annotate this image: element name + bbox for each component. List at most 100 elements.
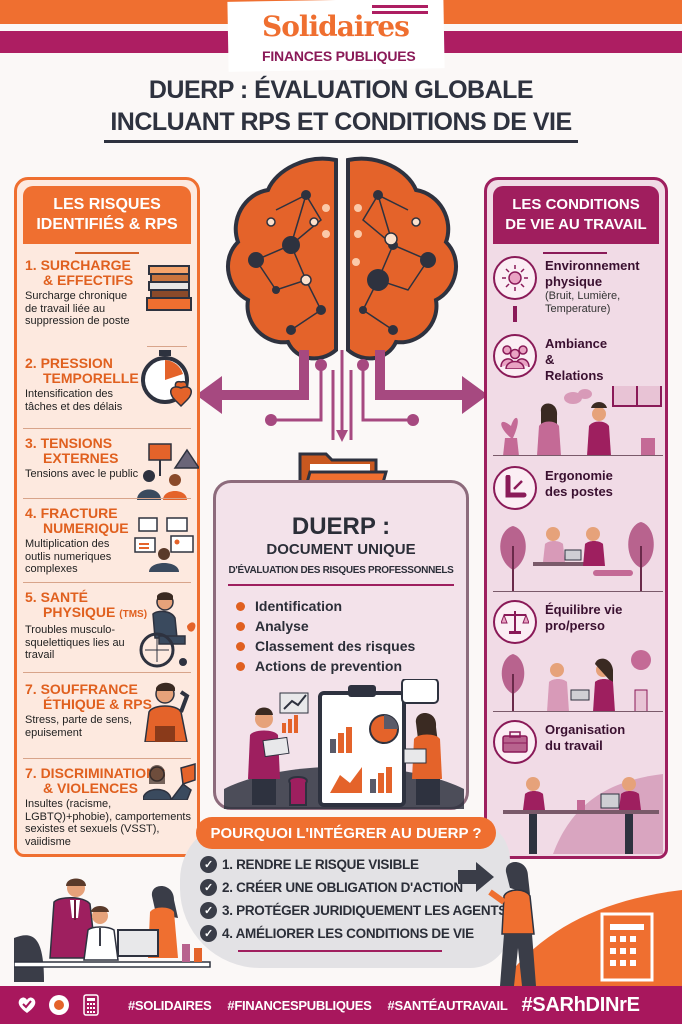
divider: [23, 758, 191, 759]
risk-desc: Multiplication des outlis numeriques com…: [25, 538, 112, 575]
condition-title: Ambiance & Relations: [545, 336, 608, 383]
bullet-dot: [236, 661, 245, 671]
risk-title: 2. PRESSION: [25, 355, 113, 371]
risk-item-surcharge: 1. SURCHARGE& EFFECTIFS Surcharge chroni…: [25, 258, 193, 328]
stressed-person-icon: [144, 682, 190, 742]
duerp-box: DUERP : DOCUMENT UNIQUE D'ÉVALUATION DES…: [213, 480, 469, 810]
balance-scale-icon: [493, 600, 537, 644]
condition-title: Organisation du travail: [545, 722, 626, 753]
arrow-right-icon: [458, 862, 494, 892]
risk-desc: Insultes (racisme, LGBTQ)+phobie), campo…: [25, 798, 191, 848]
footer-bar: #SOLIDAIRES #FINANCESPUBLIQUES #SANTÉAUT…: [0, 986, 682, 1024]
health-badge-icon: [48, 994, 70, 1016]
logo-solidaires: Solidaires: [262, 10, 410, 43]
risk-title: & EFFECTIFS: [43, 272, 134, 288]
risk-desc: Tensions avec le public: [25, 468, 139, 480]
hashtag-financespubliques: #FINANCESPUBLIQUES: [227, 997, 372, 1013]
divider: [543, 252, 607, 254]
ergonomie-scene-illustration: [493, 522, 663, 592]
duerp-bullet: Identification: [236, 596, 415, 616]
title-underline: [104, 140, 578, 143]
risk-item-discriminations: 7. DISCRIMINATIONS& VIOLENCES Insultes (…: [25, 766, 193, 848]
office-team-illustration: [14, 878, 211, 982]
page-title-line1: DUERP : ÉVALUATION GLOBALE: [148, 76, 534, 104]
duerp-bullet-list: Identification Analyse Classement des ri…: [236, 596, 415, 676]
risk-title: EXTERNES: [43, 450, 119, 466]
why-item: ✓ 1. RENDRE LE RISQUE VISIBLE: [200, 853, 507, 876]
bullet-dot: [236, 601, 245, 611]
why-list: ✓ 1. RENDRE LE RISQUE VISIBLE ✓ 2. CRÉER U…: [200, 853, 507, 945]
hashtag-sarhdinre: #SARhDINrE: [521, 993, 640, 1016]
why-item-text: 3. PROTÉGER JURIDIQUEMENT LES AGENTS: [222, 903, 507, 918]
risk-title: 3. TENSIONS: [25, 435, 113, 451]
heart-check-icon: [16, 994, 38, 1016]
books-stack-icon: [146, 265, 192, 311]
divider: [75, 252, 139, 254]
bullet-text: Classement des risques: [255, 638, 416, 654]
why-item: ✓ 4. AMÉLIORER LES CONDITIONS DE VIE: [200, 922, 507, 945]
duerp-title: DUERP :: [291, 513, 391, 540]
duerp-subtitle: DOCUMENT UNIQUE: [266, 541, 416, 558]
condition-item-ergonomie: Ergonomie des postes: [493, 466, 663, 516]
checkmark-icon: ✓: [200, 856, 217, 873]
ergonomic-chair-icon: [493, 466, 537, 510]
harassment-icon: [143, 763, 196, 800]
checkmark-icon: ✓: [200, 925, 217, 942]
why-item-text: 1. RENDRE LE RISQUE VISIBLE: [222, 857, 419, 872]
people-group-icon: [493, 334, 537, 378]
why-item-text: 2. CRÉER UNE OBLIGATION D'ACTION: [222, 880, 463, 895]
why-title: POURQUOI L'INTÉGRER AU DUERP ?: [196, 817, 496, 849]
divider: [23, 582, 191, 583]
hashtag-solidaires: #SOLIDAIRES: [128, 997, 212, 1013]
condition-item-environnement: Environnement physique(Bruit, Lumière, T…: [493, 256, 663, 336]
risk-title: 5. SANTÉ: [25, 589, 89, 605]
risk-desc: Troubles musculo-squelettiques lies au t…: [25, 624, 125, 661]
wheelchair-person-icon: [139, 592, 196, 668]
risks-panel: LES RISQUES IDENTIFIÉS & RPS 1. SURCHARG…: [14, 177, 200, 857]
divider: [23, 428, 191, 429]
conditions-title-line2: DE VIE AU TRAVAIL: [505, 216, 647, 233]
risk-title: 7. DISCRIMINATIONS: [25, 765, 166, 781]
risk-title: 4. FRACTURE: [25, 505, 118, 521]
hashtag-santeautravail: #SANTÉAUTRAVAIL: [387, 997, 508, 1013]
bullet-text: Analyse: [255, 618, 309, 634]
why-item: ✓ 2. CRÉER UNE OBLIGATION D'ACTION: [200, 876, 507, 899]
bullet-dot: [236, 641, 245, 651]
conditions-title-line1: LES CONDITIONS: [512, 196, 640, 213]
risks-title-line1: LES RISQUES: [53, 196, 161, 213]
why-item-text: 4. AMÉLIORER LES CONDITIONS DE VIE: [222, 926, 474, 941]
orange-wave-decoration: [500, 890, 682, 986]
risks-title-line2: IDENTIFIÉS & RPS: [36, 216, 178, 233]
divider: [23, 672, 191, 673]
bullet-text: Identification: [255, 598, 343, 614]
condition-subtitle: (Bruit, Lumière, Temperature): [545, 290, 621, 315]
analysis-team-illustration: [224, 679, 464, 809]
organisation-scene-illustration: [503, 774, 663, 854]
divider: [147, 346, 187, 347]
risk-title-suffix: (TMS): [119, 609, 148, 620]
calculator-icon: [80, 994, 102, 1016]
risk-title: PHYSIQUE: [43, 604, 116, 620]
logo-lines: [372, 5, 428, 17]
multiple-screens-icon: [134, 517, 194, 572]
protest-signs-icon: [137, 443, 199, 500]
duerp-bullet: Classement des risques: [236, 636, 415, 656]
checkmark-icon: ✓: [200, 879, 217, 896]
conditions-panel: LES CONDITIONS DE VIE AU TRAVAIL Environ…: [484, 177, 668, 859]
equilibre-scene-illustration: [493, 650, 663, 712]
risks-panel-header: LES RISQUES IDENTIFIÉS & RPS: [23, 186, 191, 244]
condition-title: Environnement physique: [545, 258, 640, 289]
logo-subtitle: FINANCES PUBLIQUES: [262, 48, 416, 64]
condition-item-equilibre: Équilibre vie pro/perso: [493, 600, 663, 650]
duerp-subtitle-full: D'ÉVALUATION DES RISQUES PROFESSONNELS: [228, 565, 454, 576]
duerp-bullet: Actions de prevention: [236, 656, 415, 676]
condition-title: Équilibre vie pro/perso: [545, 602, 623, 633]
presenter-woman-illustration: [488, 861, 536, 986]
risk-title: 7. SOUFFRANCE: [25, 681, 138, 697]
risk-desc: Intensification des tâches et des délais: [25, 388, 123, 413]
